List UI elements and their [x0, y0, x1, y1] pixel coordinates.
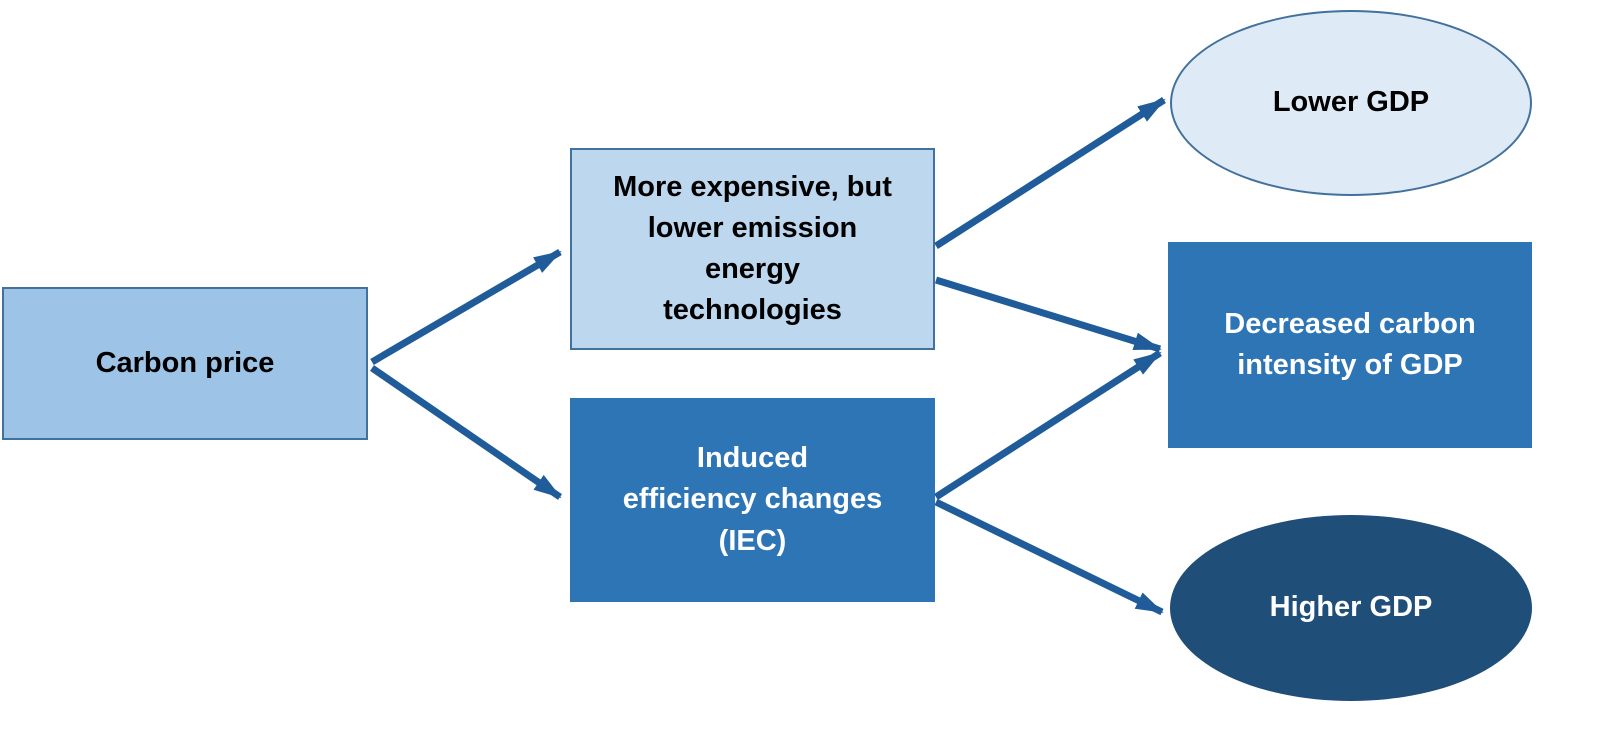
node-decreased-carbon-intensity: Decreased carbon intensity of GDP [1168, 242, 1532, 448]
node-higher-gdp: Higher GDP [1170, 515, 1532, 701]
arrow-carbon-price-to-iec [370, 365, 562, 500]
arrow-iec-to-decreased-intensity [934, 350, 1162, 500]
node-lower-gdp: Lower GDP [1170, 10, 1532, 196]
arrow-carbon-price-to-clean-tech [370, 248, 562, 366]
node-iec-label: Induced efficiency changes (IEC) [622, 442, 883, 557]
node-iec: Induced efficiency changes (IEC) [570, 398, 935, 602]
arrow-clean-tech-to-decreased-intensity [934, 276, 1162, 353]
arrow-iec-to-higher-gdp [934, 498, 1164, 616]
node-carbon-price-label: Carbon price [95, 346, 275, 379]
arrow-clean-tech-to-lower-gdp [934, 97, 1166, 249]
node-clean-tech: More expensive, but lower emission energ… [570, 148, 935, 350]
node-carbon-price: Carbon price [2, 287, 368, 440]
node-clean-tech-label: More expensive, but lower emission energ… [613, 170, 892, 327]
node-higher-gdp-label: Higher GDP [1269, 591, 1433, 624]
node-lower-gdp-label: Lower GDP [1272, 86, 1430, 119]
node-decreased-carbon-intensity-label: Decreased carbon intensity of GDP [1224, 307, 1476, 381]
